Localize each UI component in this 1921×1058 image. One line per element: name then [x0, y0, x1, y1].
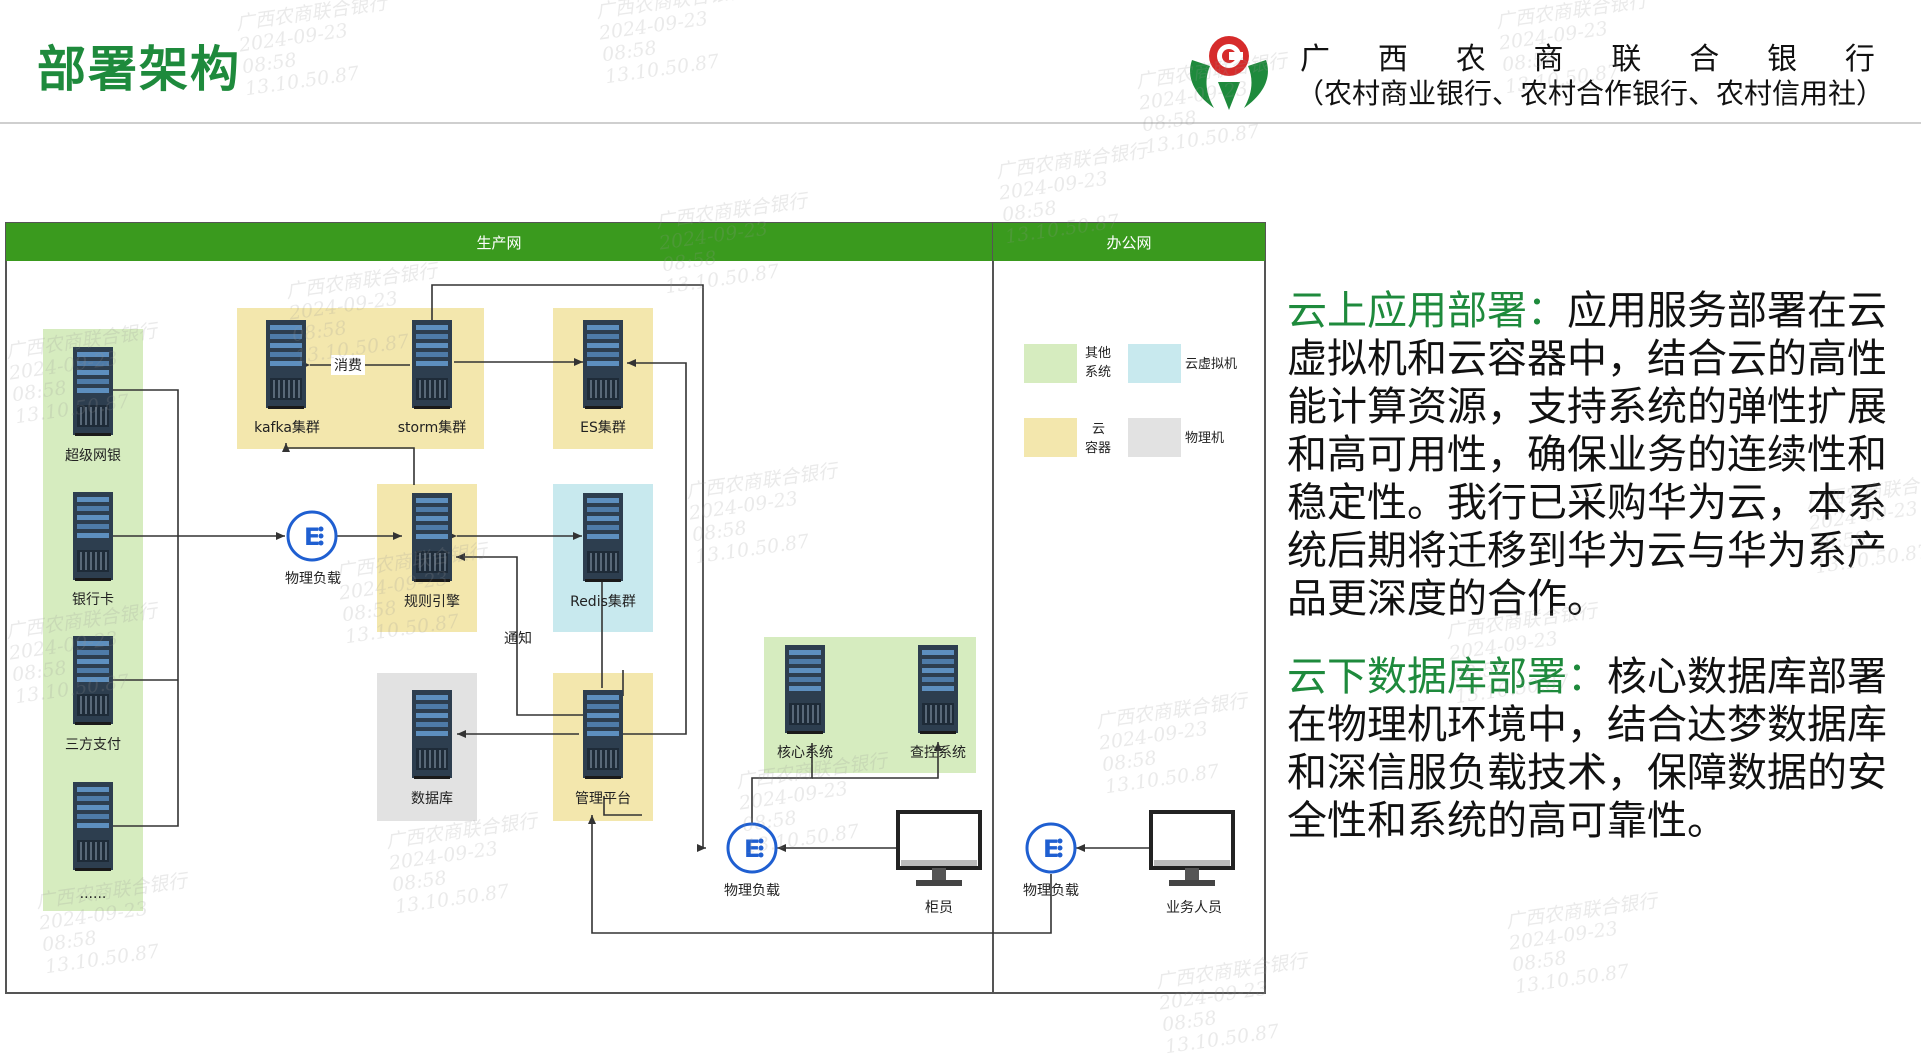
office-panel-title: 办公网 — [1106, 234, 1151, 252]
legend-label-container-line1: 云 — [1092, 422, 1105, 437]
bank-logo-icon — [1190, 36, 1268, 110]
brand-subtitle: （农村商业银行、农村合作银行、农村信用社） — [1296, 77, 1885, 110]
node-label-yinhangka: 银行卡 — [72, 592, 114, 608]
node-label-teller: 柜员 — [925, 900, 953, 916]
brand-name: 广西 农商 联合 银行 — [1300, 42, 1875, 77]
legend-swatch-other — [1024, 344, 1077, 383]
legend-label-other: 其他 系统 — [1085, 346, 1115, 380]
server-icon — [917, 644, 959, 735]
server-icon — [411, 689, 453, 780]
load-balancer-icon — [286, 510, 338, 562]
node-label-sanfang: 三方支付 — [65, 737, 121, 753]
cloud-deploy-body: 应用服务部署在云虚拟机和云容器中，结合云的高性能计算资源，支持系统的弹性扩展和高… — [1287, 288, 1887, 622]
node-label-more: ...... — [80, 886, 107, 902]
server-icon — [265, 319, 307, 410]
legend-label-vm: 云虚拟机 — [1185, 357, 1237, 372]
legend-swatch-vm — [1128, 344, 1181, 383]
node-label-chaoji: 超级网银 — [65, 448, 121, 464]
server-icon — [72, 491, 114, 582]
edge-label-consume: 消费 — [334, 358, 362, 374]
node-label-lb3: 物理负载 — [1023, 883, 1079, 899]
legend-label-container-line2: 容器 — [1085, 440, 1111, 456]
node-label-db: 数据库 — [411, 791, 453, 807]
monitor-icon — [896, 810, 982, 888]
cloud-deploy-paragraph: 云上应用部署：应用服务部署在云虚拟机和云容器中，结合云的高性能计算资源，支持系统… — [1287, 287, 1897, 623]
legend-swatch-container — [1024, 418, 1077, 457]
server-icon — [582, 689, 624, 780]
node-label-rule: 规则引擎 — [404, 594, 460, 610]
server-icon — [411, 492, 453, 583]
production-panel-title: 生产网 — [476, 234, 521, 252]
node-label-staff: 业务人员 — [1166, 900, 1222, 916]
office-panel — [992, 222, 1266, 994]
edge-label-notify: 通知 — [504, 630, 532, 647]
server-icon — [582, 319, 624, 410]
server-icon — [72, 346, 114, 437]
load-balancer-icon — [726, 822, 778, 874]
db-deploy-body: 核心数据库部署在物理机环境中，结合达梦数据库和深信服负载技术，保障数据的安全性和… — [1287, 654, 1887, 844]
node-label-core: 核心系统 — [777, 745, 833, 761]
db-deploy-title: 云下数据库部署： — [1287, 654, 1607, 700]
header-divider — [0, 122, 1921, 124]
legend-label-container: 云 容器 — [1085, 422, 1111, 456]
description-text: 云上应用部署：应用服务部署在云虚拟机和云容器中，结合云的高性能计算资源，支持系统… — [1287, 287, 1897, 875]
node-label-check: 查控系统 — [910, 745, 966, 761]
server-icon — [72, 781, 114, 872]
legend-label-other-line1: 其他 — [1085, 346, 1111, 361]
load-balancer-icon — [1025, 822, 1077, 874]
node-label-mgmt: 管理平台 — [575, 791, 631, 807]
node-label-kafka: kafka集群 — [254, 419, 320, 436]
node-label-storm: storm集群 — [398, 419, 467, 436]
legend-label-other-line2: 系统 — [1085, 365, 1111, 380]
node-label-redis: Redis集群 — [570, 593, 636, 610]
page-title: 部署架构 — [37, 41, 242, 98]
legend-label-physical: 物理机 — [1185, 431, 1224, 446]
cloud-deploy-title: 云上应用部署： — [1287, 288, 1567, 334]
server-icon — [582, 492, 624, 583]
server-icon — [784, 644, 826, 735]
production-panel — [5, 222, 994, 994]
node-label-lb1: 物理负载 — [285, 571, 341, 587]
server-icon — [411, 319, 453, 410]
node-label-lb2: 物理负载 — [724, 883, 780, 899]
monitor-icon — [1149, 810, 1235, 888]
db-deploy-paragraph: 云下数据库部署：核心数据库部署在物理机环境中，结合达梦数据库和深信服负载技术，保… — [1287, 653, 1897, 845]
server-icon — [72, 635, 114, 726]
legend-swatch-physical — [1128, 418, 1181, 457]
node-label-es: ES集群 — [580, 419, 626, 436]
